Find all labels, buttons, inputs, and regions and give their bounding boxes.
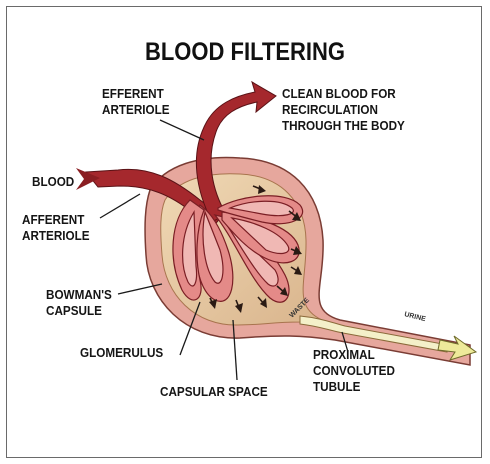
label-efferent-arteriole: EFFERENT ARTERIOLE xyxy=(102,86,170,118)
label-line: BLOOD xyxy=(32,174,74,190)
leader-afferent xyxy=(100,194,140,218)
label-line: AFFERENT xyxy=(22,212,90,228)
label-line: ARTERIOLE xyxy=(22,228,90,244)
label-line: RECIRCULATION xyxy=(282,102,405,118)
label-afferent-arteriole: AFFERENT ARTERIOLE xyxy=(22,212,90,244)
label-line: PROXIMAL xyxy=(313,347,395,363)
label-line: CONVOLUTED xyxy=(313,363,395,379)
label-line: CAPSULAR SPACE xyxy=(160,384,268,400)
label-line: TUBULE xyxy=(313,379,395,395)
label-line: THROUGH THE BODY xyxy=(282,118,405,134)
label-line: GLOMERULUS xyxy=(80,345,163,361)
page-title: BLOOD FILTERING xyxy=(29,38,460,67)
urine-label: URINE xyxy=(404,311,427,323)
label-glomerulus: GLOMERULUS xyxy=(80,345,163,361)
label-line: CLEAN BLOOD FOR xyxy=(282,86,405,102)
label-capsular-space: CAPSULAR SPACE xyxy=(160,384,268,400)
label-blood: BLOOD xyxy=(32,174,74,190)
leader-efferent xyxy=(160,120,204,140)
label-line: BOWMAN'S xyxy=(46,287,112,303)
label-line: ARTERIOLE xyxy=(102,102,170,118)
label-line: EFFERENT xyxy=(102,86,170,102)
label-line: CAPSULE xyxy=(46,303,112,319)
label-bowmans-capsule: BOWMAN'S CAPSULE xyxy=(46,287,112,319)
label-proximal-tubule: PROXIMAL CONVOLUTED TUBULE xyxy=(313,347,395,395)
label-clean-blood: CLEAN BLOOD FOR RECIRCULATION THROUGH TH… xyxy=(282,86,405,134)
